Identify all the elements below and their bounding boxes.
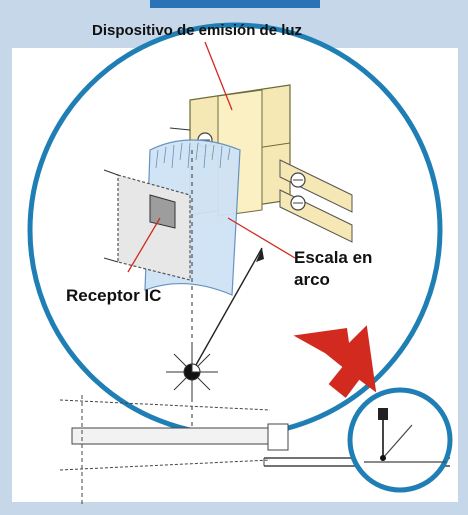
title-strip xyxy=(150,0,320,8)
pivot-star xyxy=(166,346,218,398)
label-receptor: Receptor IC xyxy=(66,286,162,305)
leader-emitter xyxy=(204,41,233,111)
pivot-arrow-line xyxy=(191,247,263,373)
leader-receptor xyxy=(127,217,161,273)
label-arc-scale-2: arco xyxy=(294,270,330,289)
label-emitter: Dispositivo de emisión de luz xyxy=(92,22,303,39)
zoom-arrow xyxy=(293,325,377,398)
leader-scale xyxy=(227,217,296,259)
pivot-arrow-head xyxy=(256,248,264,262)
detail-circle xyxy=(347,387,453,493)
label-arc-scale-1: Escala en xyxy=(294,248,373,267)
